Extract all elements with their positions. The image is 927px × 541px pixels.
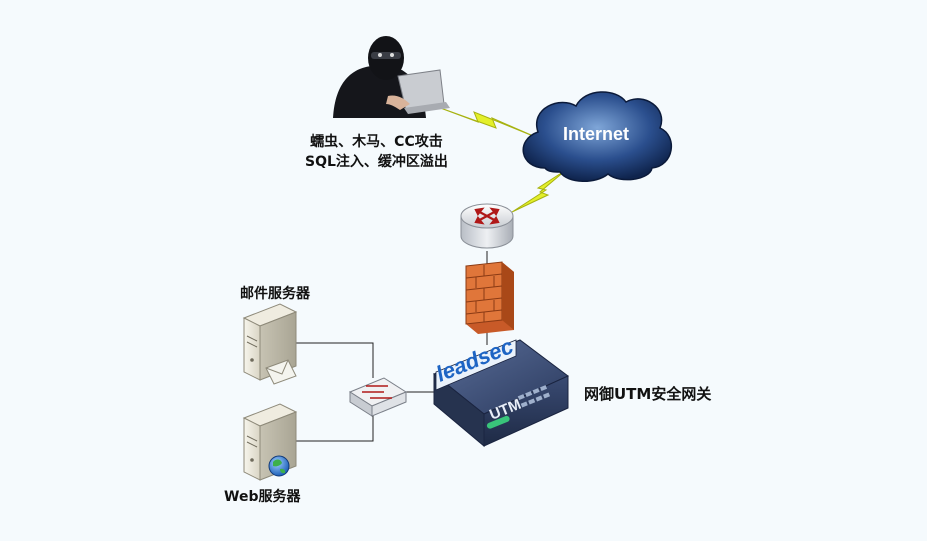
web-to-switch-line [296, 405, 374, 442]
mail-icon [265, 359, 297, 385]
attack-line-2: SQL注入、缓冲区溢出 [305, 154, 448, 170]
globe-icon [268, 455, 290, 477]
mail-to-switch-line [296, 342, 374, 378]
utm-device: leadsec UTM [433, 333, 569, 448]
cloud-icon: Internet [522, 91, 673, 182]
status-led [486, 415, 510, 429]
cloud-label: Internet [563, 124, 629, 144]
port-panel [517, 385, 551, 408]
lightning-icon [511, 169, 567, 213]
web-server-label: Web服务器 [224, 489, 301, 505]
mail-server [242, 303, 298, 385]
mail-server-label: 邮件服务器 [240, 286, 310, 302]
firewall-icon [465, 261, 514, 334]
attack-line-1: 蠕虫、木马、CC攻击 [310, 134, 443, 150]
connection-lines [296, 251, 488, 442]
switch-icon [348, 377, 408, 417]
lightning-icon [434, 105, 539, 139]
attack-description: 蠕虫、木马、CC攻击 SQL注入、缓冲区溢出 [305, 132, 448, 172]
router-icon [460, 203, 514, 249]
utm-gateway-label: 网御UTM安全网关 [584, 385, 712, 403]
web-server [242, 403, 298, 481]
hacker-icon [333, 36, 450, 118]
